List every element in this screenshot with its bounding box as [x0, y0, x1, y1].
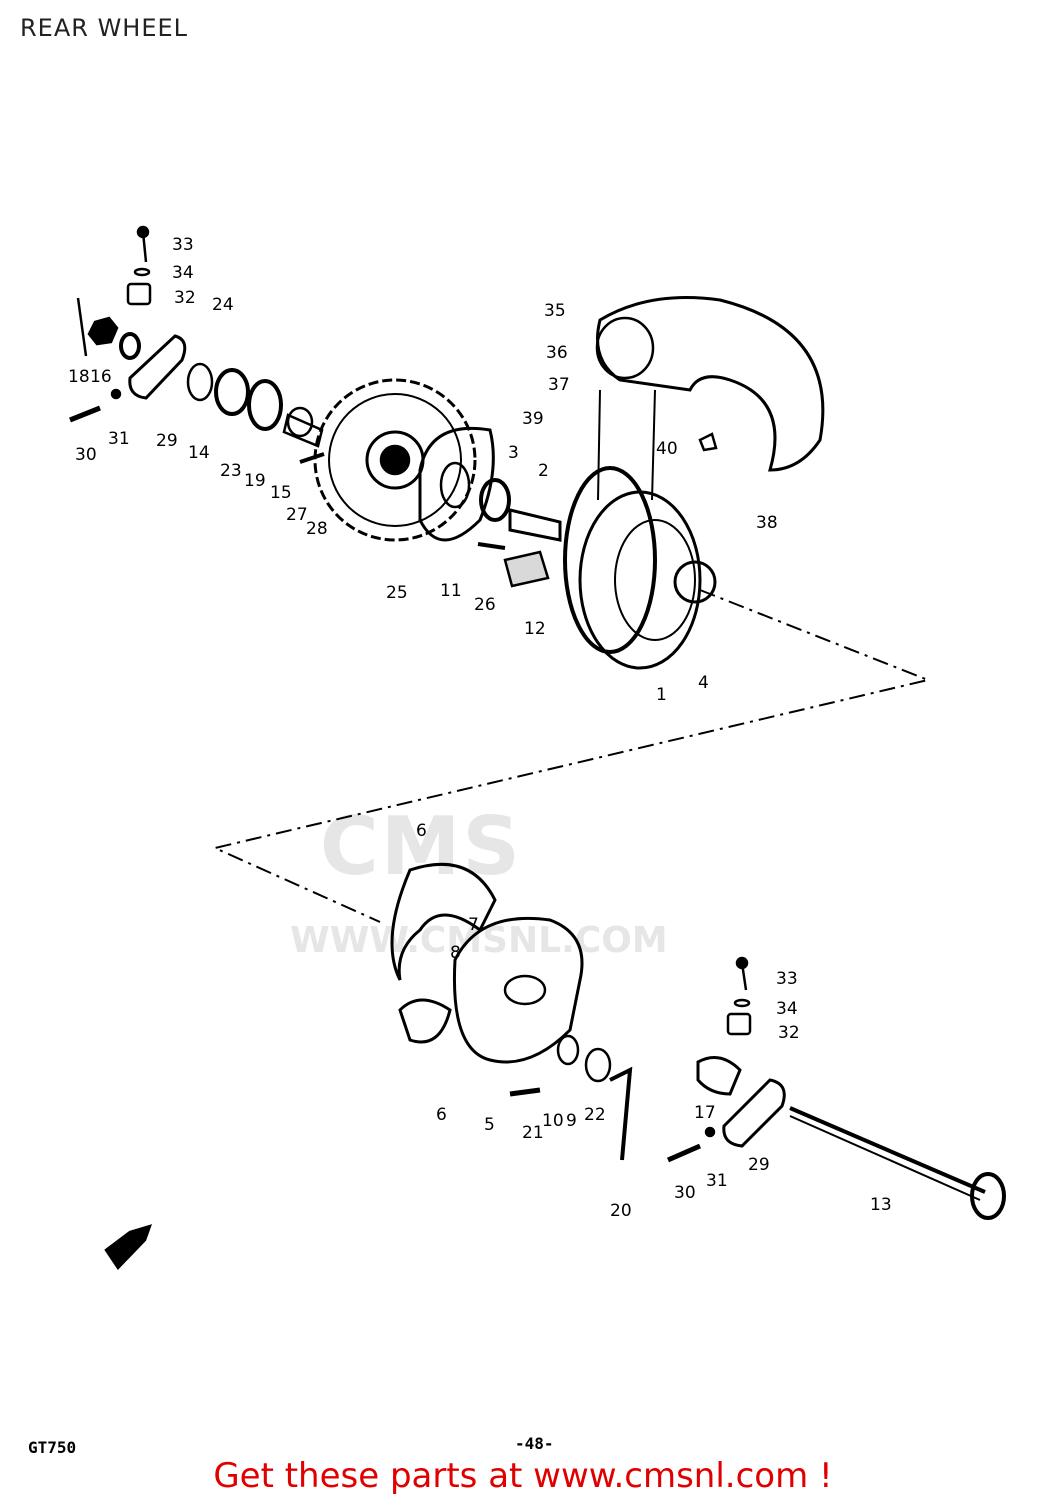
brake-assembly	[390, 862, 633, 1161]
part-callout-c19: 19	[244, 471, 266, 491]
part-callout-c32a: 32	[174, 288, 196, 308]
axle-assembly	[666, 956, 1006, 1220]
part-callout-c9: 9	[566, 1111, 577, 1131]
part-callout-c29a: 29	[156, 431, 178, 451]
part-callout-c28: 28	[306, 519, 328, 539]
part-callout-c16: 16	[90, 367, 112, 387]
part-callout-c6b: 6	[436, 1105, 447, 1125]
part-callout-c33b: 33	[776, 969, 798, 989]
rear-sprocket	[313, 378, 477, 542]
part-callout-c23: 23	[220, 461, 242, 481]
watermark-logo: CMS	[320, 800, 522, 893]
part-callout-c22: 22	[584, 1105, 606, 1125]
sprocket-carrier	[418, 426, 562, 588]
part-callout-c30b: 30	[674, 1183, 696, 1203]
part-callout-c15: 15	[270, 483, 292, 503]
part-callout-c14: 14	[188, 443, 210, 463]
part-callout-c35: 35	[544, 301, 566, 321]
part-callout-c12: 12	[524, 619, 546, 639]
front-direction-arrow	[104, 1224, 153, 1270]
part-callout-c2: 2	[538, 461, 549, 481]
part-callout-c11: 11	[440, 581, 462, 601]
part-callout-c6a: 6	[416, 821, 427, 841]
part-callout-c34b: 34	[776, 999, 798, 1019]
part-callout-c13: 13	[870, 1195, 892, 1215]
part-callout-c24: 24	[212, 295, 234, 315]
chain-adjuster-upper	[69, 225, 187, 423]
mudguard	[595, 296, 825, 472]
part-callout-c17: 17	[694, 1103, 716, 1123]
part-callout-c10: 10	[542, 1111, 564, 1131]
part-callout-c39: 39	[522, 409, 544, 429]
part-callout-c18: 18	[68, 367, 90, 387]
parts-store-link[interactable]: Get these parts at www.cmsnl.com !	[213, 1456, 833, 1496]
part-callout-c7: 7	[468, 915, 479, 935]
part-callout-c25: 25	[386, 583, 408, 603]
wheel-hub	[563, 389, 717, 670]
model-code: GT750	[28, 1438, 77, 1457]
part-callout-c30a: 30	[75, 445, 97, 465]
part-callout-c1: 1	[656, 685, 667, 705]
part-callout-c32b: 32	[778, 1023, 800, 1043]
part-callout-c8: 8	[450, 943, 461, 963]
page-number: -48-	[515, 1434, 554, 1453]
part-callout-c21: 21	[522, 1123, 544, 1143]
assembly-link-line	[211, 589, 932, 923]
part-callout-c31b: 31	[706, 1171, 728, 1191]
bearing-stack	[186, 362, 325, 464]
part-callout-c5: 5	[484, 1115, 495, 1135]
part-callout-c27: 27	[286, 505, 308, 525]
part-callout-c40: 40	[656, 439, 678, 459]
part-callout-c37: 37	[548, 375, 570, 395]
watermark-url: WWW.CMSNL.COM	[290, 920, 668, 961]
diagram-title: REAR WHEEL	[20, 14, 189, 42]
part-callout-c4: 4	[698, 673, 709, 693]
part-callout-c33a: 33	[172, 235, 194, 255]
part-callout-c20: 20	[610, 1201, 632, 1221]
part-callout-c31a: 31	[108, 429, 130, 449]
part-callout-c26: 26	[474, 595, 496, 615]
part-callout-c29b: 29	[748, 1155, 770, 1175]
part-callout-c3: 3	[508, 443, 519, 463]
part-callout-c34a: 34	[172, 263, 194, 283]
part-callout-c36: 36	[546, 343, 568, 363]
part-callout-c38: 38	[756, 513, 778, 533]
